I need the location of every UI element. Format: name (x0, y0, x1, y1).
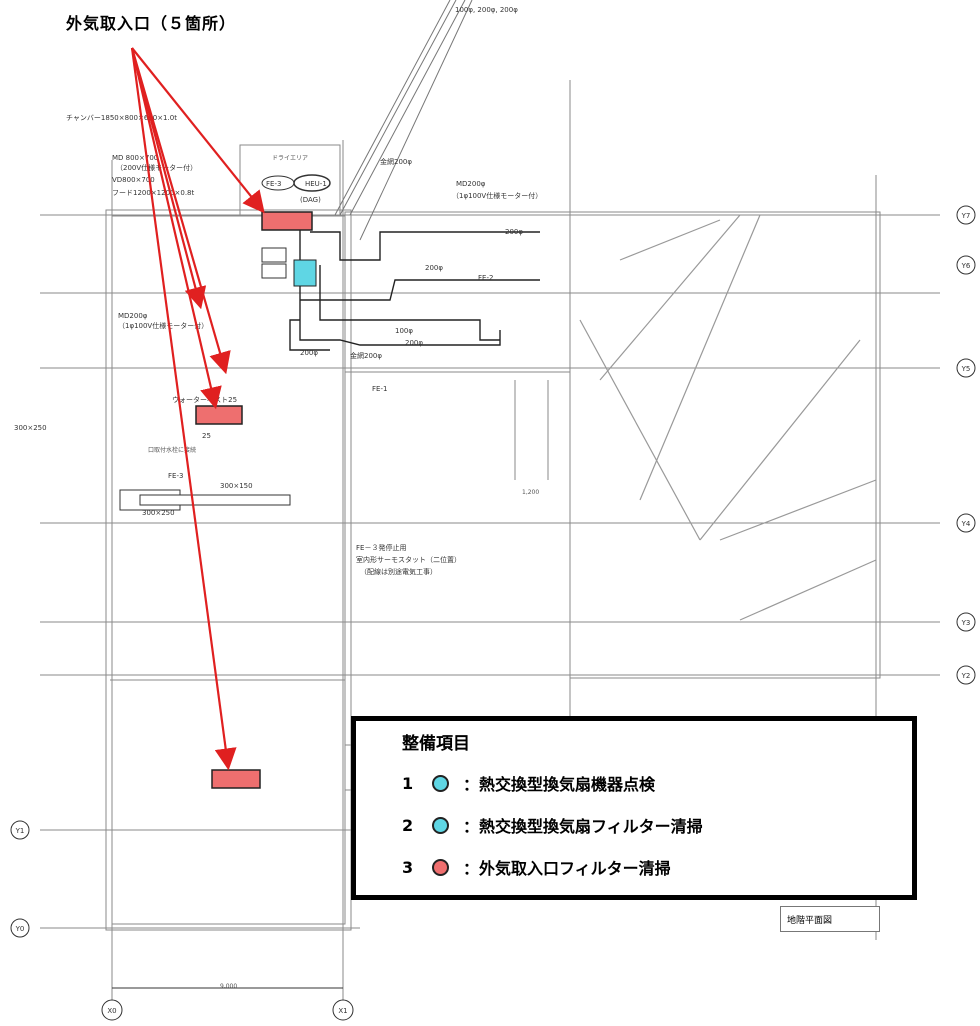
pipe-200-3: 200φ (405, 339, 423, 347)
arrow-3 (130, 47, 207, 310)
pipe-200-2: 200φ (425, 264, 443, 272)
heat-exchanger-unit (293, 259, 317, 287)
intake-arrows (130, 47, 265, 771)
duct-300x150-label: 300×150 (220, 482, 253, 490)
chamber-label: チャンバー1850×800×600×1.0t (66, 114, 177, 122)
fe1-label: FE-1 (372, 385, 387, 393)
grid-x0: X0 (107, 1007, 116, 1015)
grid-y6: Y6 (961, 262, 971, 270)
grid-y7: Y7 (961, 212, 971, 220)
duct-300x250-label: 300×250 (142, 509, 175, 517)
red-circle-icon (432, 858, 449, 876)
equipment (119, 247, 291, 511)
legend-item-1: 1 ：熱交換型換気扇機器点検 (402, 771, 655, 795)
hood-label: フード1200×1200×0.8t (112, 189, 194, 197)
pipe-200-1: 200φ (505, 228, 523, 236)
grid-markers (10, 205, 976, 1021)
md800-label: MD 800×700 (112, 154, 158, 162)
top-pipes-label: 100φ, 200φ, 200φ (455, 6, 518, 14)
legend-number: 3 (402, 857, 414, 877)
arrow-2 (130, 47, 231, 375)
valve-note: 口取付水栓に接続 (148, 446, 196, 454)
grid-y4: Y4 (961, 520, 971, 528)
legend-number: 1 (402, 773, 414, 793)
legend-item-3: 3 ：外気取入口フィルター清掃 (402, 855, 671, 879)
legend-panel: 整備項目 1 ：熱交換型換気扇機器点検 2 ：熱交換型換気扇フィルター清掃 3 … (351, 716, 917, 900)
fe3-lower-label: FE-3 (168, 472, 183, 480)
arrow-4 (130, 47, 222, 410)
legend-item-2: 2 ：熱交換型換気扇フィルター清掃 (402, 813, 703, 837)
vd-label: VD800×700 (112, 176, 155, 184)
vent-300x250-label: 300×250 (14, 424, 47, 432)
arrow-5 (130, 47, 237, 771)
kanko200-label: 金網200φ (380, 157, 412, 166)
fe3-marker (261, 175, 295, 191)
heu1-label: HEU-1 (305, 180, 327, 188)
grid-y1: Y1 (15, 827, 25, 835)
cyan-circle-icon (432, 816, 449, 834)
fe3-note-3: （配線は別途電気工事） (360, 567, 437, 576)
val25-label: 25 (202, 432, 211, 440)
duct-network (289, 230, 540, 351)
dim-bottom: 9,000 (220, 983, 237, 990)
intake-box-2 (195, 405, 243, 425)
grid-labels: Y7 Y6 Y5 Y4 Y3 Y2 Y1 Y0 X0 X1 (15, 212, 971, 1015)
legend-label: ：熱交換型換気扇フィルター清掃 (463, 817, 703, 836)
water-label: ウォーターベスト25 (172, 395, 237, 404)
legend-label: ：外気取入口フィルター清掃 (463, 859, 671, 878)
legend-number: 2 (402, 815, 414, 835)
fe2-label: FE-2 (478, 274, 493, 282)
pipe-200-4: 200φ (300, 349, 318, 357)
drawing-title: 外気取入口（５箇所） (66, 14, 237, 33)
right-diagonal-lines (579, 214, 877, 621)
dry-area-label: ドライエリア (272, 155, 308, 162)
legend-heading: 整備項目 (402, 734, 470, 754)
arrow-1 (131, 47, 265, 214)
dim-1200: 1,200 (522, 489, 539, 496)
grid-y2: Y2 (961, 672, 971, 680)
outdoor-air-intakes (195, 211, 313, 789)
intake-box-3 (211, 769, 261, 789)
fe3-note-2: 室内形サーモスタット（二位置） (356, 555, 461, 564)
md200-right-sub-label: （1φ100V仕様モーター付） (452, 191, 542, 200)
grid-y3: Y3 (961, 619, 971, 627)
fe3-note-1: FE－３発停止用 (356, 543, 406, 552)
md200-right-label: MD200φ (456, 180, 486, 188)
md200-left-sub-label: （1φ100V仕様モーター付） (118, 321, 208, 330)
md200-left-label: MD200φ (118, 312, 148, 320)
pipe-100: 100φ (395, 327, 413, 335)
grid-y0: Y0 (15, 925, 25, 933)
md800-sub-label: （200V仕様モーター付） (116, 163, 197, 172)
grid-y5: Y5 (961, 365, 971, 373)
kanko200b-label: 金網200φ (350, 351, 382, 360)
fe3-top-label: FE-3 (266, 180, 281, 188)
grid-x1: X1 (338, 1007, 347, 1015)
cyan-circle-icon (432, 774, 449, 792)
top-pipes (334, 0, 473, 241)
dag-label: (DAG) (300, 196, 321, 204)
legend-label: ：熱交換型換気扇機器点検 (463, 775, 656, 794)
drawing-caption: 地階平面図 (780, 906, 880, 932)
intake-box-1 (261, 211, 313, 231)
